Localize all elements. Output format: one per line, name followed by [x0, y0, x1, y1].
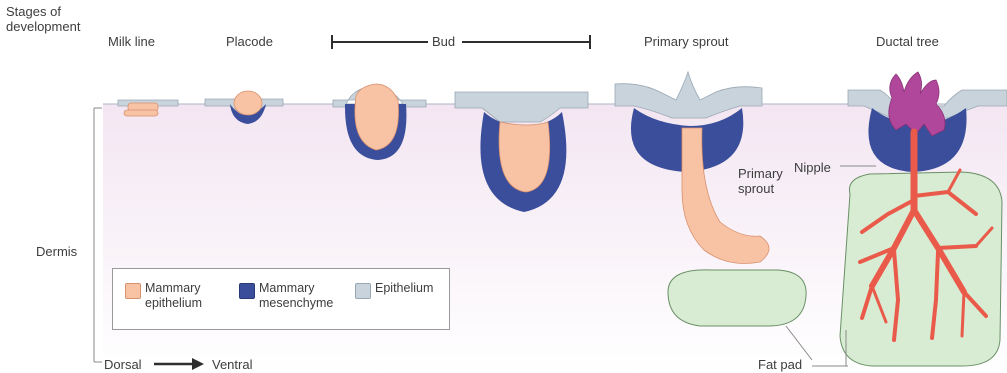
fat-pad-label: Fat pad — [758, 357, 802, 372]
dermis-label: Dermis — [36, 244, 77, 259]
legend-item-epithelium: Epithelium — [375, 281, 433, 296]
stages-of-development-label: Stages of development — [6, 4, 80, 34]
legend-swatch-mammary-epithelium — [125, 283, 141, 299]
nipple-label: Nipple — [794, 160, 831, 175]
primary-sprout-annotation: Primary sprout — [738, 166, 783, 196]
primary-sprout-stage-label: Primary sprout — [644, 34, 729, 49]
placode-label: Placode — [226, 34, 273, 49]
dorsal-label: Dorsal — [104, 357, 142, 372]
legend-swatch-epithelium — [355, 283, 371, 299]
legend-item-mammary-epithelium: Mammary epithelium — [145, 281, 202, 311]
ductal-tree-label: Ductal tree — [876, 34, 939, 49]
fat-pad-shape — [668, 270, 806, 326]
legend-item-mammary-mesenchyme: Mammary mesenchyme — [259, 281, 333, 311]
bud-label: Bud — [432, 34, 455, 49]
legend-swatch-mammary-mesenchyme — [239, 283, 255, 299]
ventral-label: Ventral — [212, 357, 252, 372]
legend: Mammary epithelium Mammary mesenchyme Ep… — [112, 268, 450, 330]
milk-line-label: Milk line — [108, 34, 155, 49]
